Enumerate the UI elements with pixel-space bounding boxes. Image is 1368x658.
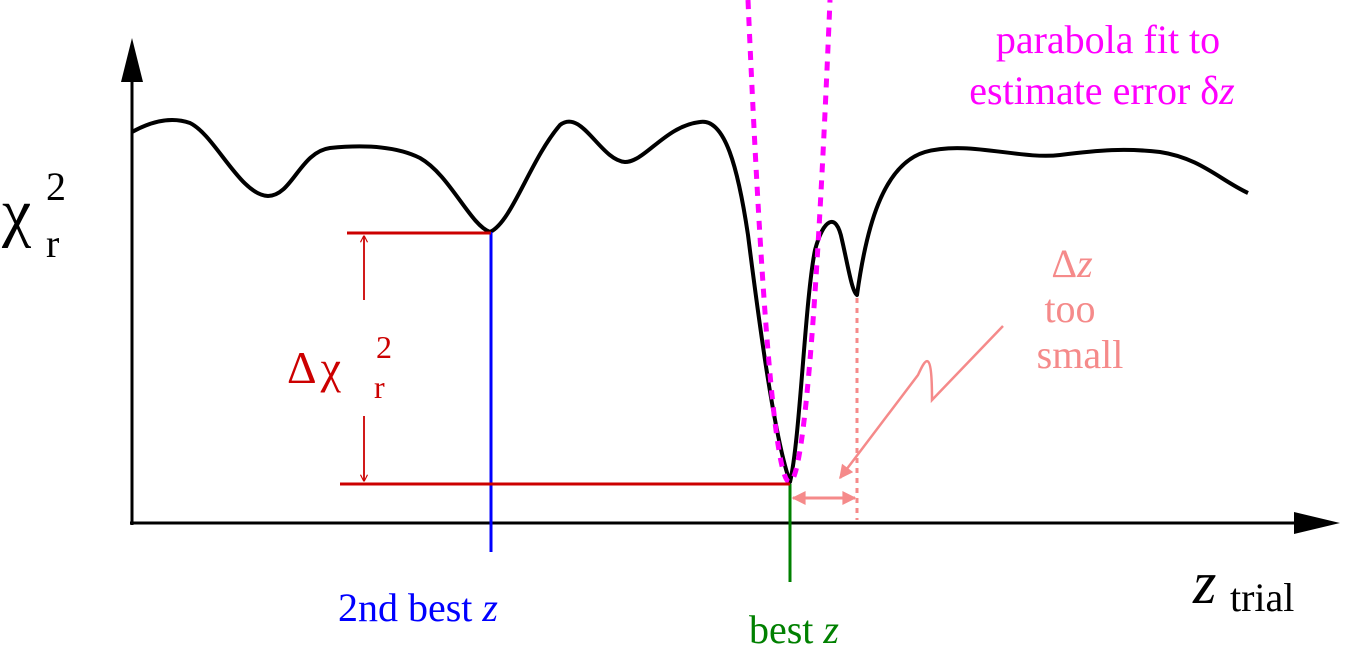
y-axis-label: χ: [1, 176, 31, 249]
delta-z-label-line1: Δz: [1051, 241, 1093, 286]
delta-chi-label: Δχ: [287, 342, 342, 393]
x-axis-arrowhead: [1294, 512, 1340, 534]
y-axis-arrowhead: [121, 38, 143, 82]
x-axis-sub: trial: [1230, 575, 1294, 620]
y-axis-sub: r: [46, 221, 59, 266]
y-axis-symbol: χ: [1, 176, 31, 249]
second-best-z-label: 2nd best z: [338, 585, 498, 630]
chi-square-curve: [131, 118, 1249, 484]
delta-z-label-line2: too: [1044, 286, 1095, 331]
delta-z-label-line3: small: [1037, 332, 1124, 377]
delta-chi-sub: r: [374, 369, 385, 405]
delta-z-pointer-arrow: [839, 325, 1004, 480]
y-axis-sup: 2: [46, 164, 66, 209]
parabola-fit-curve: [745, 0, 833, 485]
delta-chi-sup: 2: [376, 329, 392, 365]
x-axis-label: z: [1192, 550, 1216, 616]
best-z-label: best z: [749, 607, 839, 652]
fit-label-line2: estimate error δz: [969, 68, 1235, 113]
fit-label-line1: parabola fit to: [996, 17, 1220, 62]
